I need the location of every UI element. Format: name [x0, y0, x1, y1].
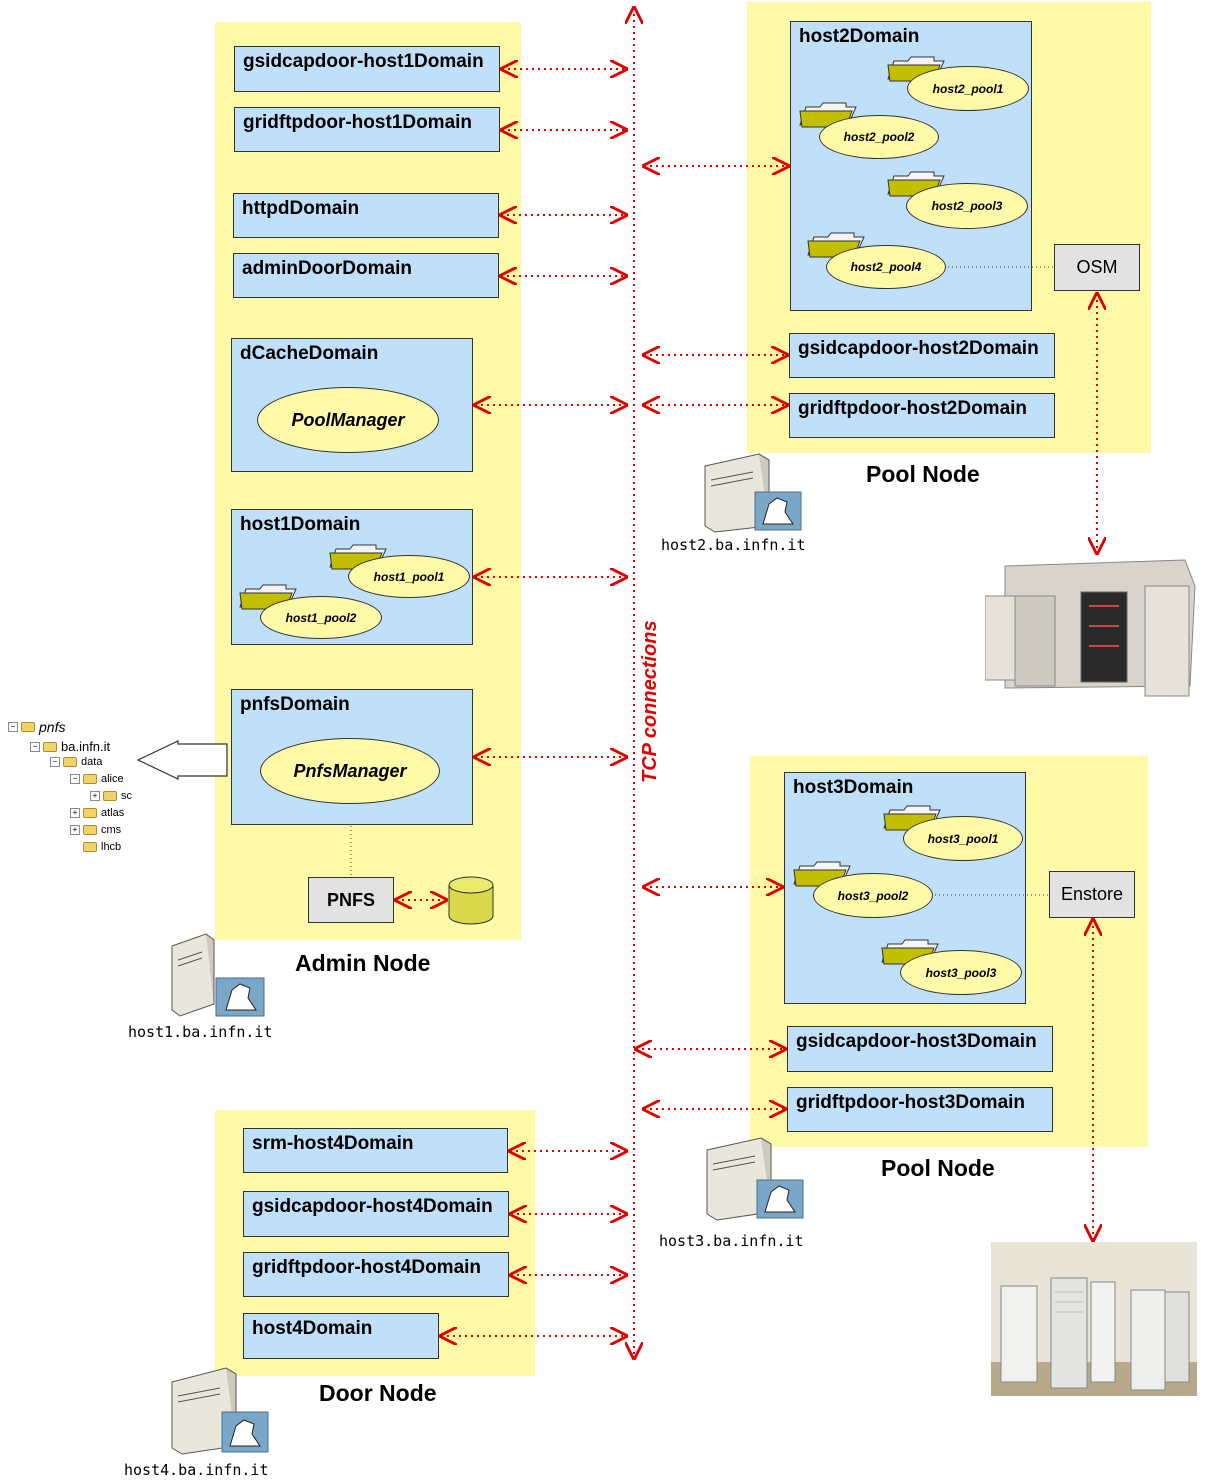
gridftpdoor-host2-domain: gridftpdoor-host2Domain — [789, 393, 1055, 438]
gsidcapdoor-host2-domain: gsidcapdoor-host2Domain — [789, 333, 1055, 378]
pool-host2-pool4: host2_pool4 — [826, 245, 946, 289]
server-icon-host1 — [171, 933, 265, 1017]
folder-icon — [83, 774, 97, 784]
host4-domain: host4Domain — [243, 1313, 439, 1359]
folder-icon — [21, 722, 35, 732]
pool-host1-pool2: host1_pool2 — [260, 596, 382, 639]
tree-item-ba-infn-it[interactable]: −ba.infn.it — [30, 739, 110, 754]
domain-title: gsidcapdoor-host1Domain — [243, 51, 484, 72]
server-icon-host4 — [171, 1367, 269, 1455]
collapse-icon[interactable]: − — [30, 741, 40, 752]
collapse-icon[interactable]: − — [70, 774, 80, 784]
domain-title: gsidcapdoor-host3Domain — [796, 1031, 1037, 1052]
tree-pointer-arrow — [136, 740, 228, 780]
database-icon — [448, 876, 494, 925]
pool-host3-pool2: host3_pool2 — [813, 873, 933, 918]
tape-library-osm-image — [985, 556, 1211, 698]
domain-title: host1Domain — [240, 514, 361, 535]
gridftpdoor-host4-domain: gridftpdoor-host4Domain — [243, 1252, 509, 1297]
domain-title: gsidcapdoor-host2Domain — [798, 338, 1039, 359]
pool-host2-pool3: host2_pool3 — [906, 183, 1028, 229]
domain-title: host4Domain — [252, 1318, 373, 1339]
pool-host2-pool1: host2_pool1 — [907, 66, 1029, 111]
pnfs-manager: PnfsManager — [260, 738, 440, 804]
gsidcapdoor-host3-domain: gsidcapdoor-host3Domain — [787, 1026, 1053, 1072]
server-icon-host2 — [704, 453, 802, 533]
tree-item-data[interactable]: −data — [50, 756, 102, 768]
admin-door-domain: adminDoorDomain — [233, 253, 499, 298]
folder-icon — [103, 791, 117, 801]
tape-library-enstore-image — [991, 1242, 1197, 1396]
admin-node-label: Admin Node — [295, 950, 431, 976]
server-icon-host3 — [706, 1137, 804, 1221]
dcache-domain: dCacheDomain PoolManager — [231, 338, 473, 472]
domain-title: gsidcapdoor-host4Domain — [252, 1196, 493, 1217]
gsidcapdoor-host1-domain: gsidcapdoor-host1Domain — [234, 46, 500, 92]
domain-title: pnfsDomain — [240, 694, 350, 715]
folder-icon — [83, 825, 97, 835]
expand-icon[interactable]: + — [70, 808, 80, 818]
tree-item-sc[interactable]: +sc — [90, 790, 132, 802]
tree-item-pnfs[interactable]: −pnfs — [8, 719, 65, 735]
domain-title: gridftpdoor-host3Domain — [796, 1092, 1026, 1113]
httpd-domain: httpdDomain — [233, 193, 499, 238]
enstore-storage-box: Enstore — [1049, 871, 1135, 918]
domain-title: adminDoorDomain — [242, 258, 412, 279]
folder-icon — [83, 808, 97, 818]
tree-item-lhcb[interactable]: lhcb — [83, 841, 121, 853]
tree-item-alice[interactable]: −alice — [70, 773, 124, 785]
osm-storage-box: OSM — [1054, 244, 1140, 291]
host2-hostname: host2.ba.infn.it — [661, 536, 806, 554]
host4-hostname: host4.ba.infn.it — [124, 1461, 269, 1479]
pool-node-3-label: Pool Node — [881, 1155, 995, 1181]
collapse-icon[interactable]: − — [50, 757, 60, 767]
collapse-icon[interactable]: − — [8, 722, 18, 732]
gridftpdoor-host1-domain: gridftpdoor-host1Domain — [234, 107, 500, 152]
folder-icon — [63, 757, 77, 767]
domain-title: srm-host4Domain — [252, 1133, 414, 1154]
pool-host1-pool1: host1_pool1 — [348, 555, 470, 598]
tcp-connections-label: TCP connections — [639, 620, 661, 783]
domain-title: host2Domain — [799, 26, 920, 47]
host3-hostname: host3.ba.infn.it — [659, 1232, 804, 1250]
host1-hostname: host1.ba.infn.it — [128, 1023, 273, 1041]
gsidcapdoor-host4-domain: gsidcapdoor-host4Domain — [243, 1191, 509, 1237]
domain-title: gridftpdoor-host2Domain — [798, 398, 1028, 419]
domain-title: gridftpdoor-host4Domain — [252, 1257, 482, 1278]
tree-item-cms[interactable]: +cms — [70, 824, 121, 836]
pool-node-2-label: Pool Node — [866, 461, 980, 487]
tree-item-atlas[interactable]: +atlas — [70, 807, 124, 819]
folder-icon — [43, 741, 57, 752]
pool-host2-pool2: host2_pool2 — [819, 115, 939, 159]
pool-host3-pool1: host3_pool1 — [903, 816, 1023, 861]
folder-icon — [83, 842, 97, 852]
domain-title: gridftpdoor-host1Domain — [243, 112, 473, 133]
domain-title: httpdDomain — [242, 198, 360, 219]
expand-icon[interactable]: + — [90, 791, 100, 801]
pool-manager: PoolManager — [257, 387, 439, 453]
domain-title: host3Domain — [793, 777, 914, 798]
pool-host3-pool3: host3_pool3 — [900, 950, 1022, 995]
door-node-label: Door Node — [319, 1380, 437, 1406]
expand-icon[interactable]: + — [70, 825, 80, 835]
pnfs-domain: pnfsDomain PnfsManager — [231, 689, 473, 825]
srm-host4-domain: srm-host4Domain — [243, 1128, 508, 1173]
pnfs-box: PNFS — [308, 877, 394, 923]
gridftpdoor-host3-domain: gridftpdoor-host3Domain — [787, 1087, 1053, 1132]
domain-title: dCacheDomain — [240, 343, 379, 364]
